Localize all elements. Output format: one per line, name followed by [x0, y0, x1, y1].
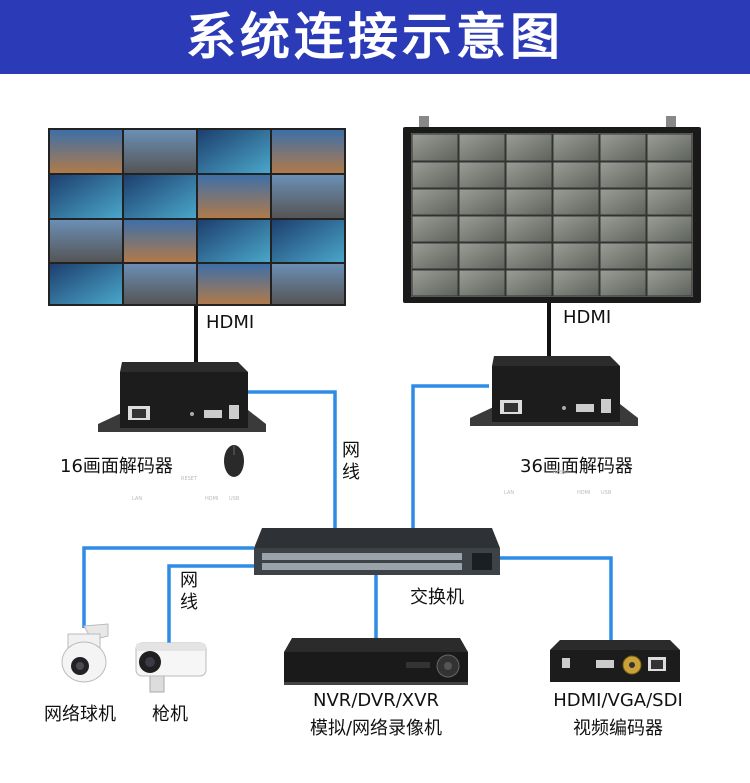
connection-diagram: [48, 116, 701, 693]
decoder-36-icon: [470, 356, 638, 426]
monitor-icon: [403, 116, 701, 303]
switch-label: 交换机: [410, 587, 464, 608]
cable-label-mid-char-2: 线: [180, 592, 198, 613]
hdmi-label-right: HDMI: [563, 307, 612, 328]
page-title: 系统连接示意图: [186, 8, 564, 66]
cable-label-top-char-2: 线: [342, 462, 360, 483]
cable-label-top: 网 线: [342, 440, 362, 484]
dome-camera-label: 网络球机: [44, 704, 116, 725]
nvr-label-line2: 模拟/网络录像机: [309, 718, 443, 739]
cable-label-mid-char-1: 网: [180, 570, 198, 591]
decoder36-usb-port-label: USB: [601, 490, 612, 496]
decoder36-hdmi-port-label: HDMI: [577, 490, 591, 496]
decoder16-hdmi-port-label: HDMI: [205, 496, 219, 502]
header-bar: 系统连接示意图: [0, 0, 750, 74]
decoder16-reset-label: RESET: [181, 476, 198, 482]
decoder-16-icon: [98, 362, 266, 432]
nvr-icon: [284, 638, 468, 685]
encoder-label-line1: HDMI/VGA/SDI: [553, 690, 683, 711]
decoder16-lan-port-label: LAN: [132, 496, 143, 502]
dome-camera-icon: [61, 623, 109, 683]
decoder36-reset-label: RESET: [553, 470, 570, 476]
hdmi-cables: [194, 300, 551, 362]
cable-label-mid: 网 线: [180, 570, 200, 614]
decoder36-lan-port-label: LAN: [504, 490, 515, 496]
decoder16-usb-port-label: USB: [229, 496, 240, 502]
switch-icon: [254, 528, 500, 575]
decoder16-label: 16画面解码器: [60, 456, 173, 477]
bullet-camera-icon: [135, 642, 207, 693]
decoder36-label: 36画面解码器: [520, 456, 633, 477]
network-cables: [82, 384, 613, 644]
encoder-icon: [550, 640, 680, 682]
nvr-label-line1: NVR/DVR/XVR: [313, 690, 439, 711]
cable-label-top-char-1: 网: [342, 440, 360, 461]
mouse-icon: [224, 445, 244, 477]
bullet-camera-label: 枪机: [152, 704, 188, 725]
encoder-label-line2: 视频编码器: [573, 718, 663, 739]
video-wall-icon: [48, 128, 346, 306]
hdmi-label-left: HDMI: [206, 312, 255, 333]
